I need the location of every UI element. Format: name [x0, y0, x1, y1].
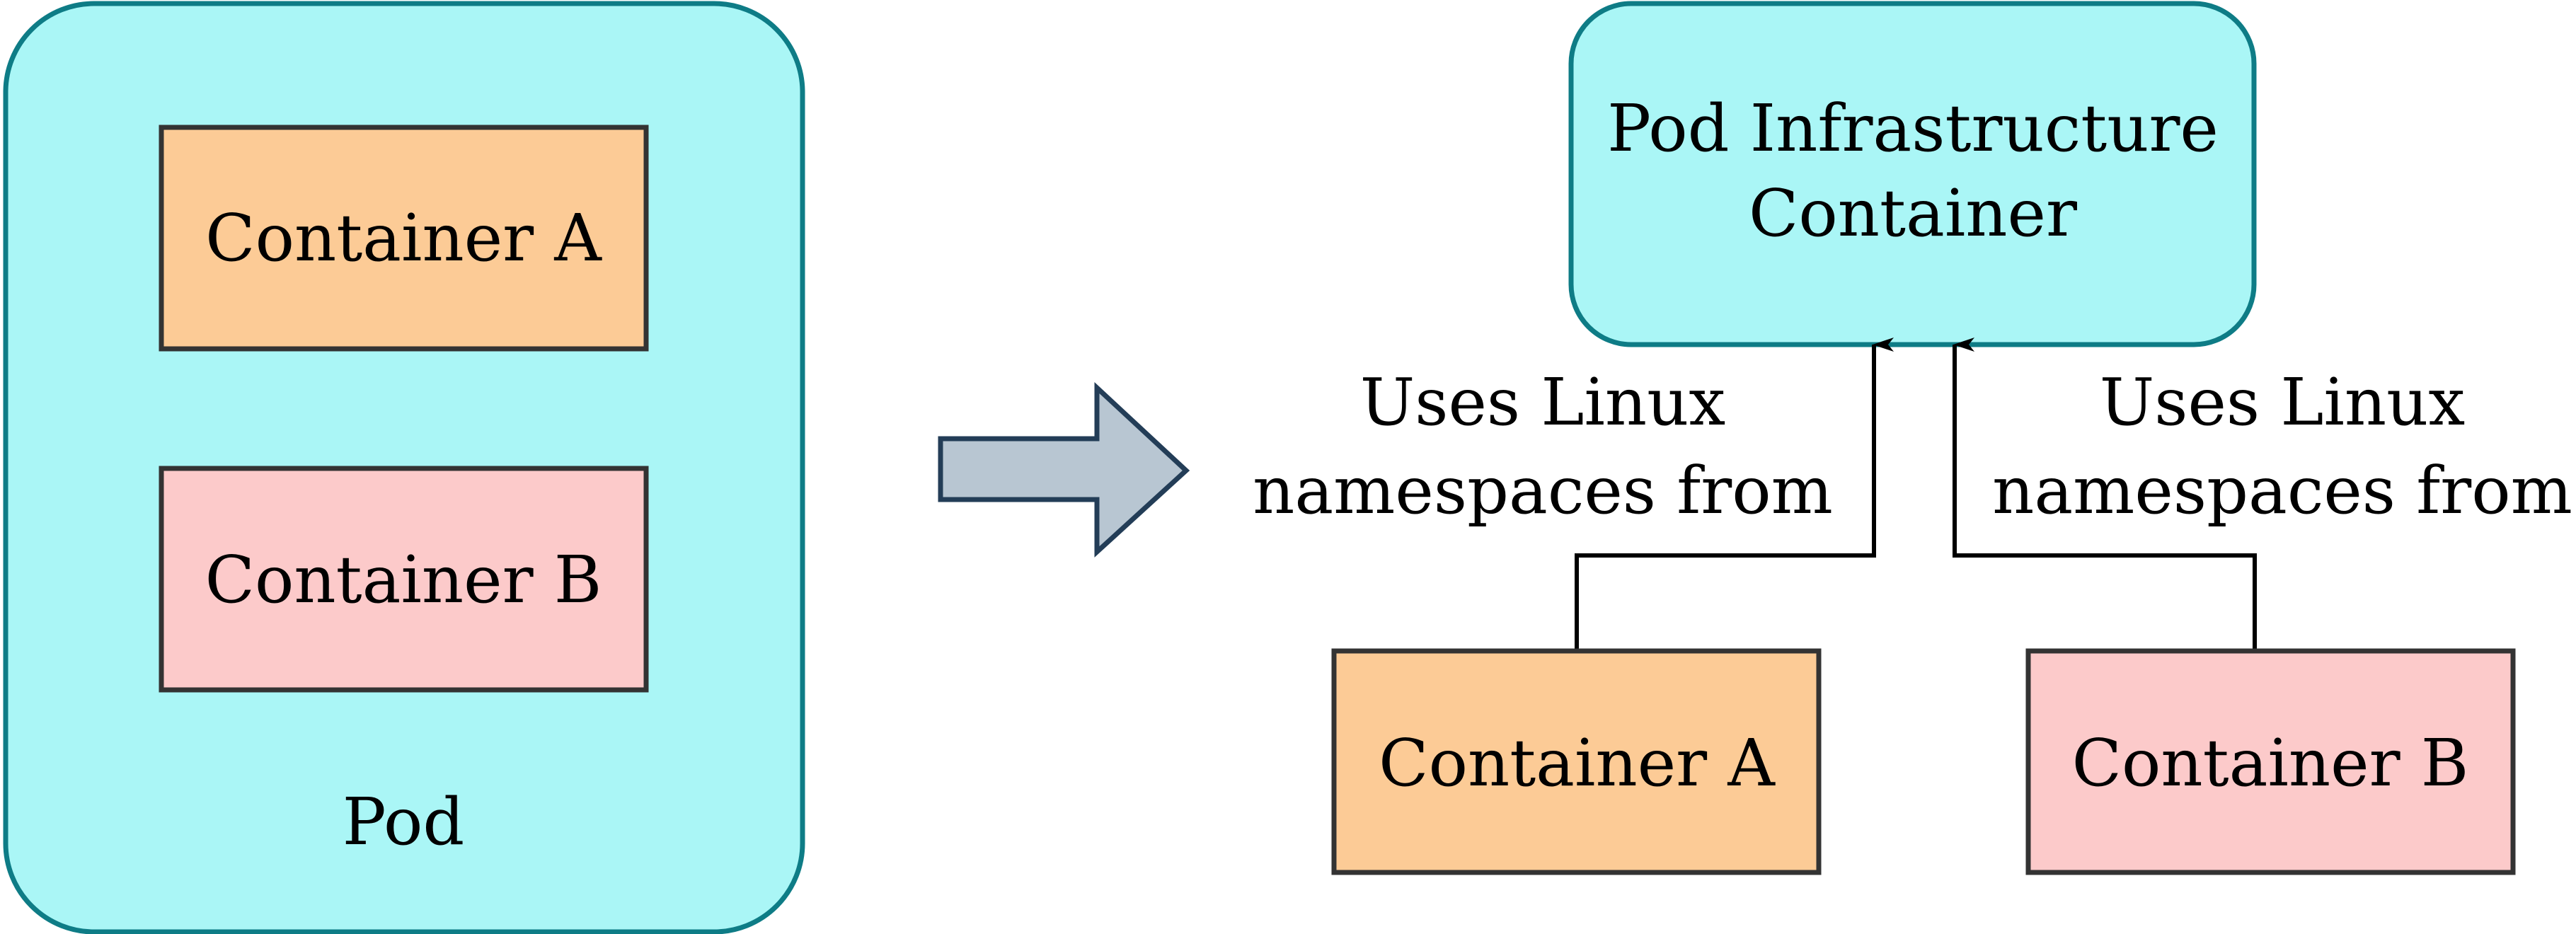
connector-a-to-infra — [1575, 338, 1894, 651]
connector-b-to-infra — [1953, 338, 2257, 651]
right-container-a: Container A — [1331, 648, 1822, 875]
infra-container-label-line1: Pod Infrastructure — [1607, 91, 2219, 166]
edge-label-right-line2: namespaces from — [1992, 453, 2572, 529]
infra-container-box — [1568, 1, 2257, 347]
right-container-b-label: Container B — [2072, 725, 2469, 801]
infra-container-label-line2: Container — [1749, 175, 2077, 251]
edge-label-left-line1: Uses Linux — [1360, 364, 1726, 440]
right-container-a-label: Container A — [1379, 725, 1776, 801]
pod-container-b-box — [159, 466, 649, 693]
pod-container-a-box — [159, 125, 649, 352]
transform-arrow-icon — [938, 381, 1190, 558]
edge-label-left: Uses Linux namespaces from — [1253, 364, 1833, 529]
pod-container-a: Container A — [159, 125, 649, 352]
edge-label-right-line1: Uses Linux — [2100, 364, 2466, 440]
edge-label-right: Uses Linux namespaces from — [1992, 364, 2572, 529]
infra-container: Pod Infrastructure Container — [1568, 1, 2257, 347]
pod-container-b: Container B — [159, 466, 649, 693]
edge-label-left-line2: namespaces from — [1253, 453, 1833, 529]
right-container-b-box — [2025, 648, 2516, 875]
pod-group: Container A Container B Pod — [3, 1, 805, 934]
right-container-b: Container B — [2025, 648, 2516, 875]
pod-container-b-label: Container B — [205, 542, 602, 618]
pod-container-a-label: Container A — [205, 200, 602, 276]
pod-label: Pod — [343, 784, 464, 860]
right-container-a-box — [1331, 648, 1822, 875]
